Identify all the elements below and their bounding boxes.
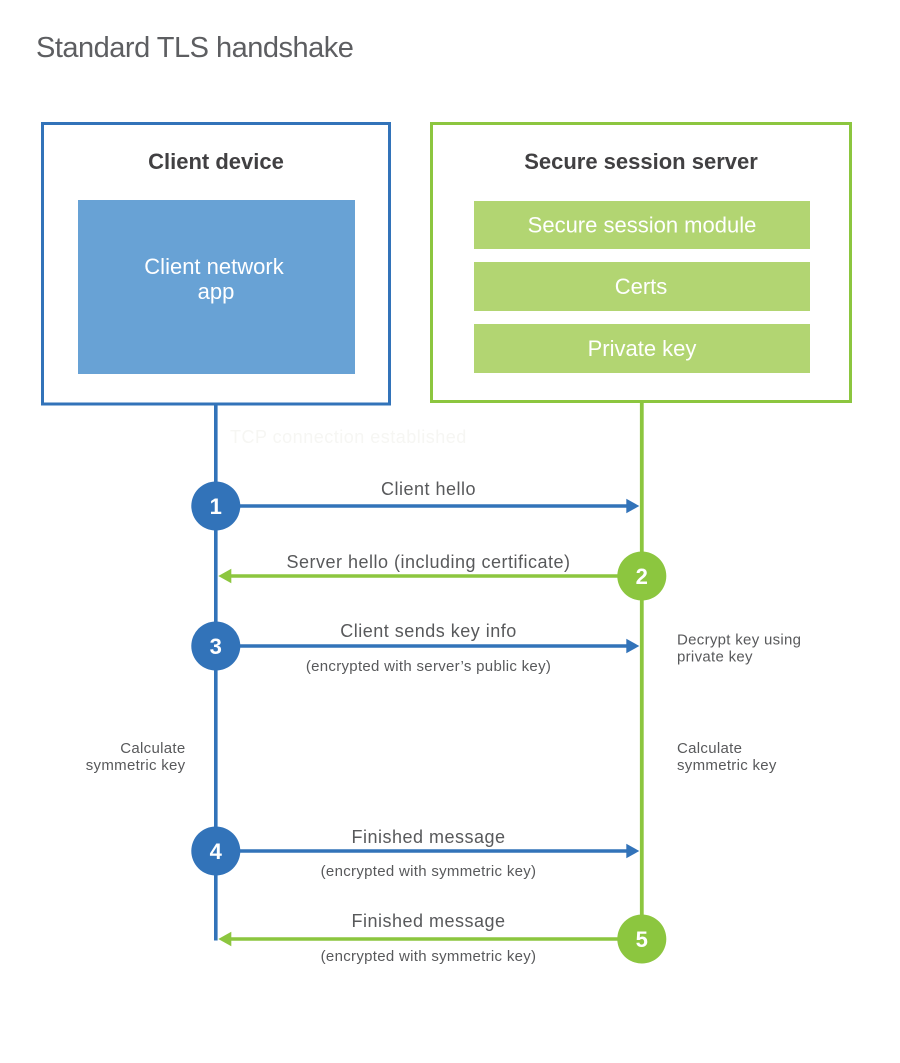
svg-text:Client device: Client device — [148, 149, 284, 174]
svg-text:Client network: Client network — [144, 254, 284, 279]
svg-text:Server hello (including certif: Server hello (including certificate) — [286, 552, 570, 572]
svg-text:TCP connection established: TCP connection established — [230, 427, 467, 447]
svg-text:2: 2 — [636, 564, 648, 589]
svg-text:Secure session module: Secure session module — [528, 213, 757, 238]
svg-text:Client sends key info: Client sends key info — [340, 621, 517, 641]
svg-text:Decrypt key using: Decrypt key using — [677, 632, 801, 649]
svg-text:symmetric key: symmetric key — [677, 757, 777, 774]
svg-text:Standard TLS handshake: Standard TLS handshake — [36, 32, 353, 64]
svg-text:Calculate: Calculate — [677, 740, 742, 757]
svg-text:1: 1 — [210, 494, 222, 519]
svg-text:Secure session server: Secure session server — [524, 149, 758, 174]
svg-text:(encrypted with server’s publi: (encrypted with server’s public key) — [306, 658, 551, 675]
svg-text:5: 5 — [636, 927, 648, 952]
svg-text:app: app — [198, 279, 235, 304]
svg-text:Calculate: Calculate — [120, 740, 185, 757]
svg-text:Finished message: Finished message — [351, 911, 505, 931]
svg-text:3: 3 — [210, 634, 222, 659]
svg-text:Certs: Certs — [615, 274, 668, 299]
svg-text:(encrypted with symmetric key): (encrypted with symmetric key) — [321, 948, 537, 965]
svg-text:symmetric key: symmetric key — [86, 757, 186, 774]
svg-text:4: 4 — [210, 839, 223, 864]
svg-text:Finished message: Finished message — [351, 827, 505, 847]
svg-text:Client hello: Client hello — [381, 479, 476, 499]
svg-text:Private key: Private key — [588, 336, 697, 361]
svg-text:(encrypted with symmetric key): (encrypted with symmetric key) — [321, 863, 537, 880]
svg-text:private key: private key — [677, 649, 753, 666]
